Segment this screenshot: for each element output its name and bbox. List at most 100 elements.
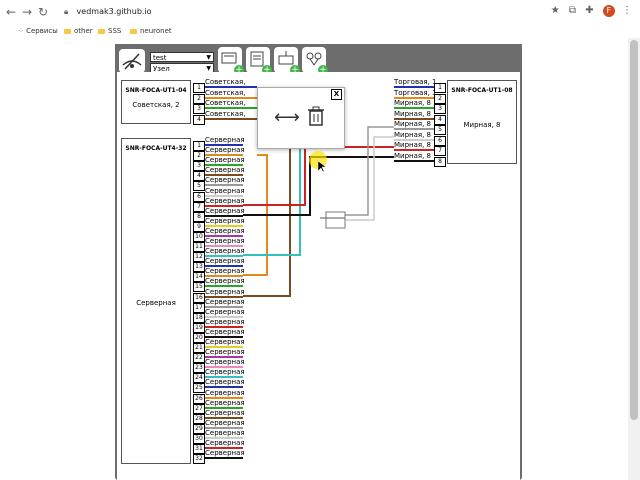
fiber-color-line[interactable] — [205, 436, 243, 439]
fiber-color-line[interactable] — [205, 117, 257, 120]
fiber-port[interactable]: 29 — [193, 423, 205, 434]
address-bar[interactable]: 🔒︎ vedmak3.github.io — [64, 4, 564, 20]
fiber-color-line[interactable] — [205, 154, 243, 157]
fiber-color-line[interactable] — [205, 86, 257, 88]
fiber-color-line[interactable] — [205, 416, 243, 419]
fiber-port[interactable]: 8 — [434, 156, 446, 167]
fiber-wire[interactable] — [243, 156, 394, 216]
fiber-port[interactable]: 1 — [434, 83, 446, 93]
fiber-color-line[interactable] — [205, 265, 243, 268]
fiber-color-line[interactable] — [205, 366, 243, 369]
fiber-port[interactable]: 1 — [193, 141, 205, 151]
fiber-port[interactable]: 27 — [193, 403, 205, 414]
forward-icon[interactable]: → — [22, 5, 33, 19]
star-icon[interactable]: ★ — [550, 5, 560, 16]
fiber-wire[interactable] — [345, 126, 394, 216]
trash-icon[interactable] — [304, 106, 328, 130]
add-list-button[interactable]: + — [246, 47, 272, 75]
fiber-color-line[interactable] — [205, 234, 243, 237]
page-scrollbar[interactable] — [628, 38, 640, 480]
fiber-wire[interactable] — [243, 146, 394, 206]
fiber-port[interactable]: 31 — [193, 444, 205, 454]
bookmark-neuronet[interactable]: neuronet — [130, 24, 172, 38]
close-icon[interactable]: X — [331, 89, 342, 100]
fiber-color-line[interactable] — [205, 315, 243, 318]
fiber-color-line[interactable] — [394, 117, 434, 120]
bookmark-apps[interactable]: ⁘ Сервисы — [18, 27, 58, 35]
fiber-port[interactable]: 17 — [193, 302, 205, 313]
fiber-color-line[interactable] — [205, 335, 243, 338]
translate-icon[interactable]: ⧉ — [568, 5, 577, 16]
swap-icon[interactable]: ⟷ — [274, 107, 300, 128]
fiber-color-line[interactable] — [394, 138, 434, 141]
fiber-color-line[interactable] — [205, 457, 243, 460]
fiber-color-line[interactable] — [394, 96, 434, 99]
fiber-color-line[interactable] — [205, 426, 243, 429]
fiber-port[interactable]: 2 — [434, 93, 446, 104]
fiber-port[interactable]: 19 — [193, 322, 205, 333]
fiber-port[interactable]: 16 — [193, 292, 205, 303]
fiber-color-line[interactable] — [205, 285, 243, 288]
fiber-color-line[interactable] — [205, 164, 243, 167]
fiber-port[interactable]: 4 — [434, 114, 446, 125]
fiber-color-line[interactable] — [205, 174, 243, 177]
fiber-color-line[interactable] — [205, 224, 243, 227]
fiber-port[interactable]: 3 — [193, 161, 205, 172]
fiber-color-line[interactable] — [205, 346, 243, 348]
fiber-port[interactable]: 6 — [434, 135, 446, 146]
project-select[interactable]: test▼ — [150, 52, 214, 62]
bookmark-other[interactable]: other — [64, 24, 93, 38]
avatar[interactable]: F — [602, 5, 615, 17]
fiber-port[interactable]: 11 — [193, 242, 205, 252]
fiber-port[interactable]: 2 — [193, 151, 205, 162]
fiber-port[interactable]: 15 — [193, 282, 205, 293]
fiber-port[interactable]: 6 — [193, 191, 205, 202]
reload-icon[interactable]: ↻ — [38, 5, 49, 19]
fiber-port[interactable]: 2 — [193, 93, 205, 104]
fiber-port[interactable]: 26 — [193, 393, 205, 404]
fiber-color-line[interactable] — [205, 325, 243, 328]
add-box-button[interactable]: + — [218, 47, 244, 75]
fiber-color-line[interactable] — [205, 406, 243, 409]
fiber-port[interactable]: 32 — [193, 454, 205, 465]
fiber-port[interactable]: 23 — [193, 363, 205, 374]
fiber-color-line[interactable] — [205, 107, 257, 109]
fiber-wire[interactable] — [345, 136, 394, 221]
fiber-port[interactable]: 24 — [193, 373, 205, 384]
fiber-color-line[interactable] — [394, 107, 434, 109]
fiber-port[interactable]: 5 — [193, 181, 205, 192]
fiber-color-line[interactable] — [394, 149, 434, 151]
fiber-color-line[interactable] — [205, 275, 243, 278]
menu-icon[interactable]: ⋮ — [622, 5, 632, 16]
fiber-color-line[interactable] — [205, 376, 243, 379]
fiber-port[interactable]: 1 — [193, 83, 205, 93]
box-bottom-left[interactable]: SNR-FOCA-UT4-32 Серверная — [121, 138, 191, 464]
back-icon[interactable]: ← — [6, 5, 17, 19]
fiber-port[interactable]: 18 — [193, 312, 205, 323]
add-splitter-button[interactable]: + — [302, 47, 328, 75]
fiber-color-line[interactable] — [205, 295, 243, 298]
fiber-port[interactable]: 5 — [434, 125, 446, 135]
fiber-port[interactable]: 7 — [193, 201, 205, 212]
fiber-color-line[interactable] — [205, 214, 243, 217]
fiber-port[interactable]: 10 — [193, 231, 205, 242]
fiber-port[interactable]: 21 — [193, 343, 205, 353]
fiber-color-line[interactable] — [394, 128, 434, 130]
puzzle-icon[interactable]: ✚ — [585, 5, 594, 16]
fiber-port[interactable]: 25 — [193, 383, 205, 394]
fiber-color-line[interactable] — [205, 255, 243, 258]
fiber-color-line[interactable] — [205, 305, 243, 308]
fiber-port[interactable]: 30 — [193, 433, 205, 444]
fiber-port[interactable]: 4 — [193, 171, 205, 182]
fiber-port[interactable]: 8 — [193, 211, 205, 222]
fiber-color-line[interactable] — [205, 96, 257, 99]
fiber-port[interactable]: 7 — [434, 146, 446, 156]
fiber-port[interactable]: 3 — [193, 104, 205, 114]
fiber-port[interactable]: 3 — [434, 104, 446, 114]
fiber-color-line[interactable] — [205, 356, 243, 359]
fiber-port[interactable]: 20 — [193, 332, 205, 343]
fiber-color-line[interactable] — [205, 194, 243, 197]
fiber-port[interactable]: 22 — [193, 353, 205, 364]
fiber-port[interactable]: 14 — [193, 272, 205, 283]
fiber-color-line[interactable] — [394, 159, 434, 162]
